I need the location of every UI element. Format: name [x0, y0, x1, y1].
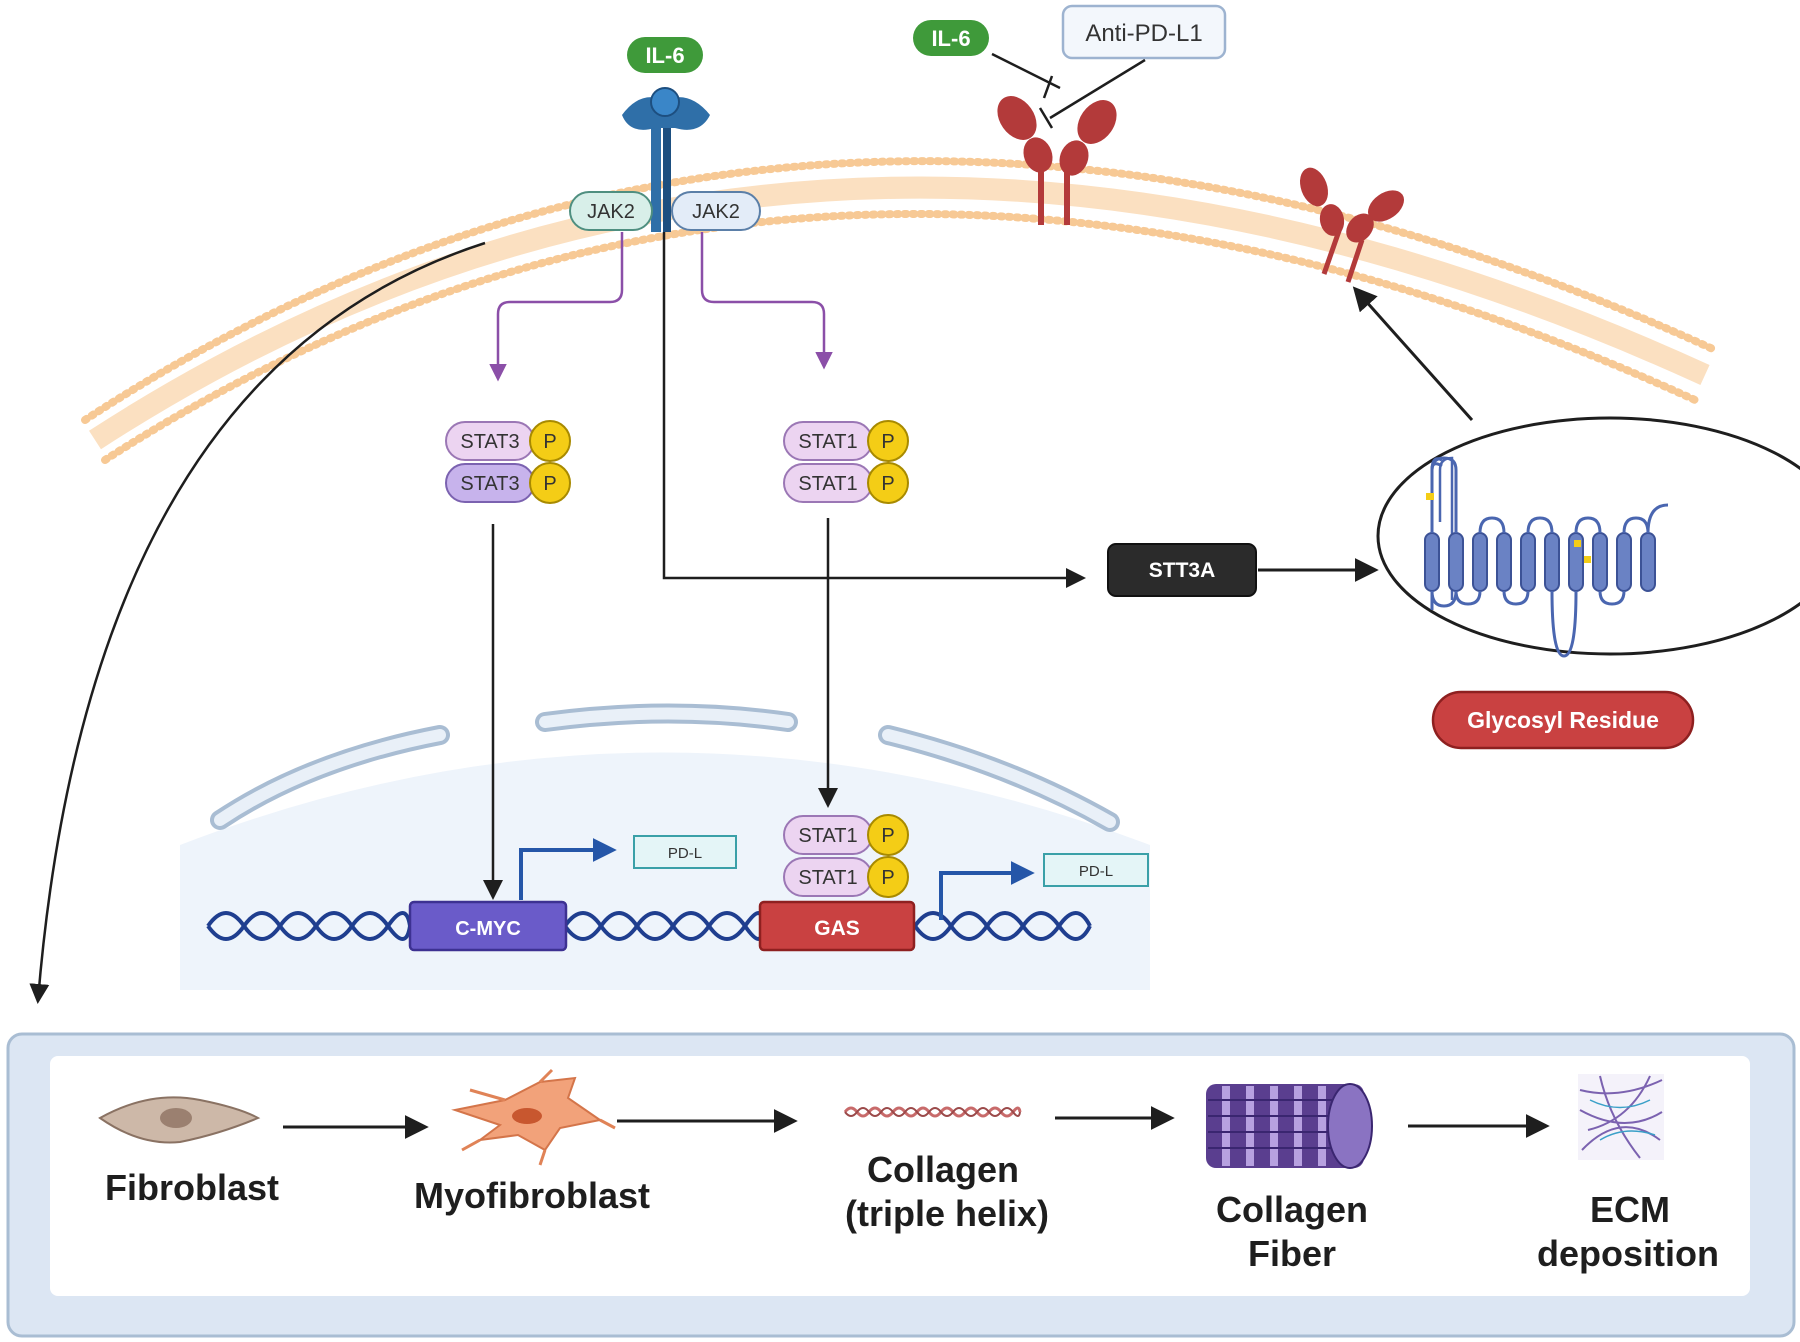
stat1-dimer-nucleus: STAT1 STAT1 P P [783, 814, 909, 898]
il6-ligand-right: IL-6 [913, 20, 989, 56]
stat1-label-top: STAT1 [798, 825, 857, 847]
collagen-fiber-icon [1206, 1083, 1373, 1169]
il6-label-right: IL-6 [931, 26, 970, 51]
arrow-glyco-to-membrane [1352, 286, 1474, 421]
anti-pdl1-box: Anti-PD-L1 [1061, 4, 1227, 60]
stat3-dimer: STAT3 STAT3 P P [445, 420, 571, 504]
anti-pdl1-label: Anti-PD-L1 [1085, 20, 1202, 47]
pdl-gene-left: PD-L [633, 835, 737, 869]
phospho-label: P [881, 825, 894, 847]
stt3a-box: STT3A [1107, 543, 1257, 597]
stat3-label-bottom: STAT3 [460, 473, 519, 495]
pdl1-protein-1 [997, 96, 1117, 225]
stat1-label-top: STAT1 [798, 431, 857, 453]
ecm-icon [1578, 1074, 1664, 1160]
collagen-triple-helix-icon [843, 1106, 1022, 1118]
collagen-fiber-label-1: Collagen [1216, 1189, 1368, 1230]
il6-receptor [622, 87, 710, 232]
glycosylation-ellipse [1376, 416, 1800, 658]
myofibroblast-icon [451, 1068, 616, 1166]
transcription-arrow-left [519, 838, 617, 900]
gas-label: GAS [814, 917, 860, 940]
arrow-receptor-to-fibrosis [29, 241, 486, 1004]
pdl1-protein-2 [1299, 167, 1405, 283]
cmyc-label: C-MYC [455, 918, 521, 940]
jak2-right: JAK2 [671, 191, 761, 231]
phospho-label: P [543, 431, 556, 453]
glycosyl-residue-badge: Glycosyl Residue [1431, 690, 1695, 750]
ecm-label-2: deposition [1537, 1233, 1719, 1274]
inhibition-lines [991, 52, 1146, 129]
fibroblast-icon [98, 1096, 261, 1144]
dna-strand [206, 911, 1092, 941]
gas-box: GAS [758, 900, 916, 952]
pdl-label-right: PD-L [1079, 863, 1113, 880]
collagen-helix-label-1: Collagen [867, 1149, 1019, 1190]
cell-membrane [81, 157, 1719, 464]
collagen-fiber-label-2: Fiber [1248, 1233, 1336, 1274]
glycosyl-label: Glycosyl Residue [1467, 707, 1659, 733]
arrow-jak-to-stat3 [489, 232, 624, 382]
cmyc-box: C-MYC [408, 900, 568, 952]
phospho-label: P [881, 867, 894, 889]
phospho-label: P [543, 473, 556, 495]
stt3a-label: STT3A [1149, 559, 1216, 582]
myofibroblast-label: Myofibroblast [414, 1175, 650, 1216]
il6-ligand-left: IL-6 [627, 37, 703, 73]
pdl-label-left: PD-L [668, 845, 702, 862]
collagen-helix-label-2: (triple helix) [845, 1193, 1049, 1234]
phospho-label: P [881, 473, 894, 495]
jak2-label-right: JAK2 [692, 201, 740, 223]
stat1-dimer-cytoplasm: STAT1 STAT1 P P [783, 420, 909, 504]
stat3-label-top: STAT3 [460, 431, 519, 453]
pdl-gene-right: PD-L [1043, 853, 1149, 887]
transcription-arrow-right [939, 861, 1035, 920]
arrow-jak-to-stat1 [700, 232, 833, 370]
ecm-label-1: ECM [1590, 1189, 1670, 1230]
stat1-label-bottom: STAT1 [798, 867, 857, 889]
stat1-label-bottom: STAT1 [798, 473, 857, 495]
fibroblast-label: Fibroblast [105, 1167, 279, 1208]
jak2-left: JAK2 [569, 191, 653, 231]
il6-label-left: IL-6 [645, 43, 684, 68]
arrow-receptor-to-stt3a [662, 232, 1086, 588]
phospho-label: P [881, 431, 894, 453]
jak2-label-left: JAK2 [587, 201, 635, 223]
